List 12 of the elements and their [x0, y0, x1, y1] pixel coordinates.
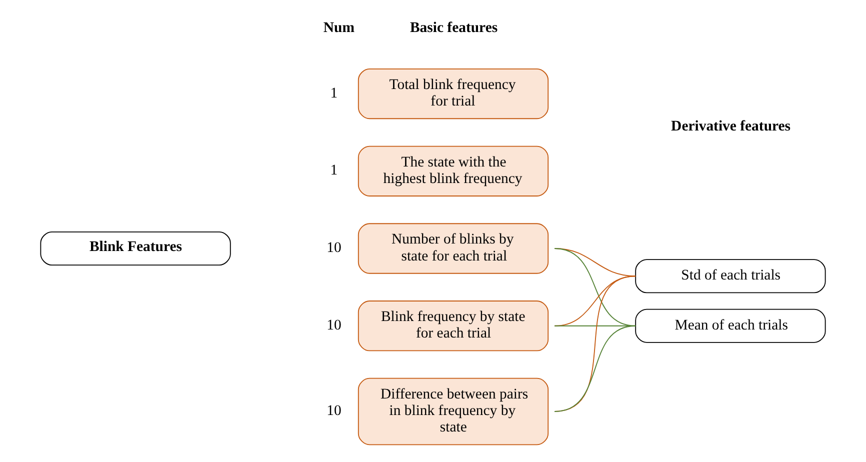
node-label: 10	[326, 240, 342, 256]
node-label: 1	[330, 162, 338, 179]
label: Derivative features	[671, 118, 791, 134]
connector	[554, 325, 636, 412]
node-label: 10	[326, 317, 342, 334]
label: Num	[323, 20, 354, 36]
connector	[554, 276, 636, 326]
label: Basic features	[410, 20, 498, 36]
node-label: 10	[326, 403, 342, 419]
connector	[554, 276, 636, 412]
node-label: 1	[330, 85, 338, 102]
connector	[554, 248, 636, 326]
